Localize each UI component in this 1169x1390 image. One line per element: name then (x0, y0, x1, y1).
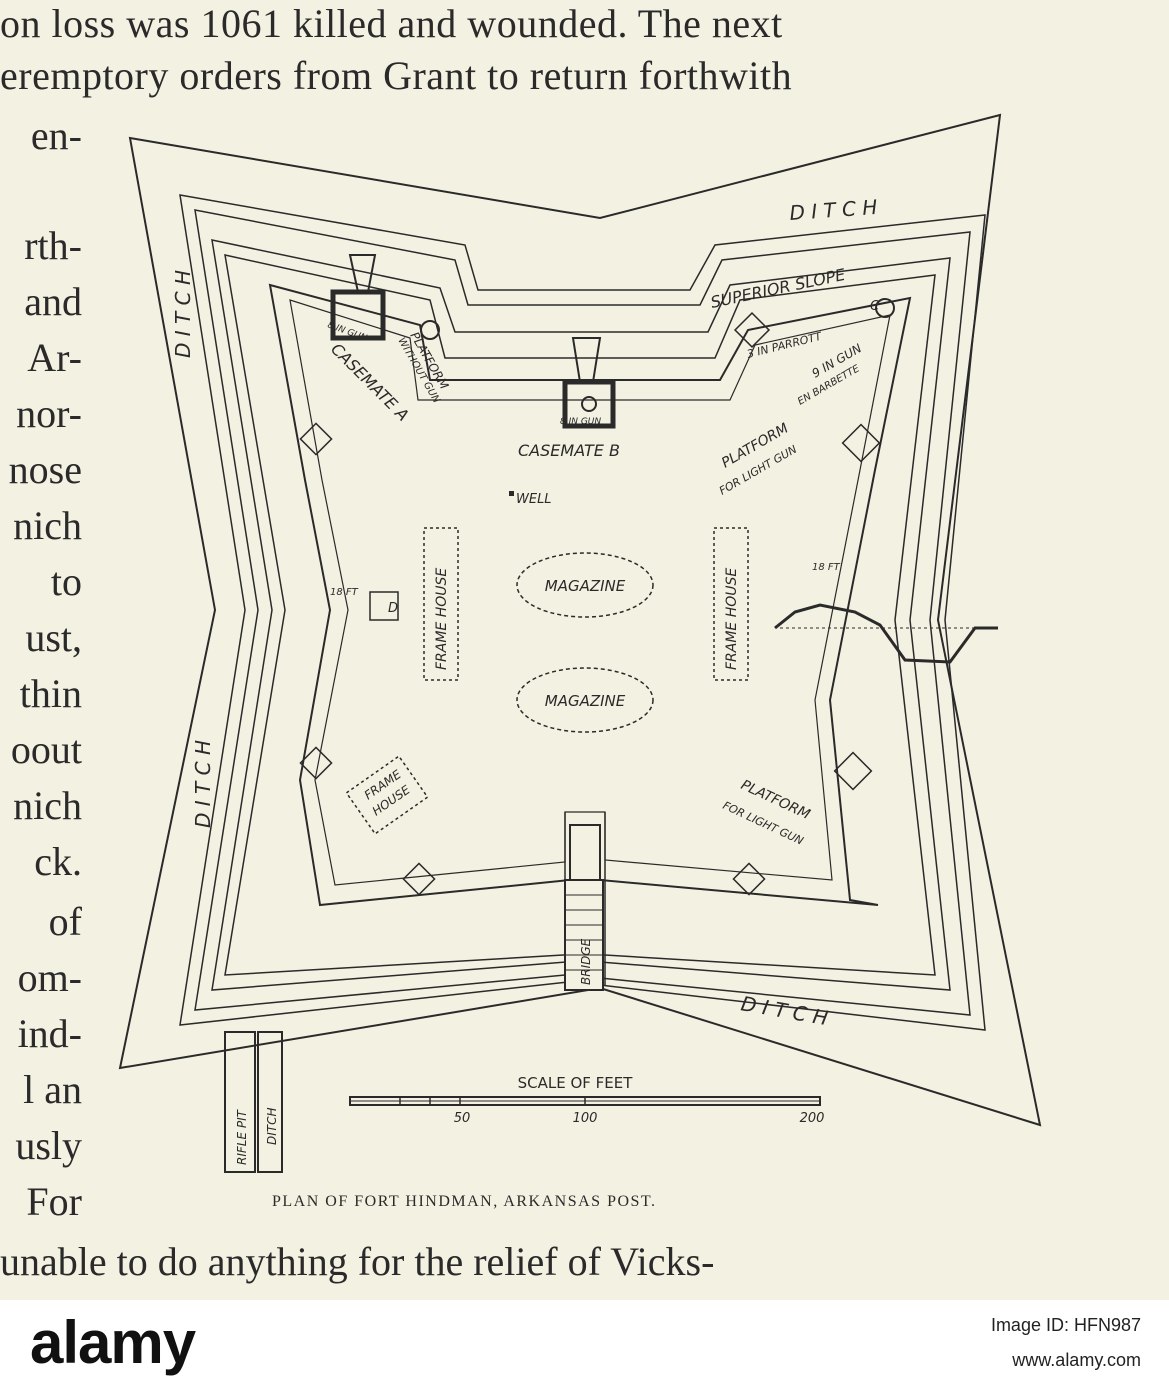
scale-50-label: 50 (454, 1111, 471, 1126)
ditch-label-sw: D I T C H (191, 740, 215, 828)
escarp-inner-line (194, 209, 971, 1016)
fort-plan-diagram: D I T C H D I T C H D I T C H D I T C H … (118, 113, 1042, 1173)
label-d: D (388, 601, 398, 616)
sallyport-d (369, 591, 399, 621)
left-fragment-9: thin (19, 671, 82, 716)
magazine-south (516, 667, 654, 733)
gun-mount-s1 (402, 862, 436, 896)
image-id-text: Image ID: HFN987 (990, 1315, 1141, 1335)
left-fragment-7: to (50, 559, 82, 604)
left-fragment-6: nich (13, 503, 82, 548)
magazine-label-1: MAGAZINE (545, 577, 626, 595)
frame-house-sw (345, 755, 429, 835)
casemate-b-label: CASEMATE B (518, 441, 620, 460)
site-url-text: www.alamy.com (1012, 1350, 1141, 1370)
escarp-outer-line (179, 194, 986, 1031)
platform-a-circle (420, 320, 440, 340)
left-fragment-17: usly (15, 1123, 82, 1168)
left-fragment-14: om- (17, 955, 82, 1000)
light-gun-platform-se (833, 751, 873, 791)
magazine-north (516, 552, 654, 618)
small-ditch-structure (257, 1031, 283, 1173)
left-fragment-4: nor- (16, 391, 82, 436)
frame-house-east (713, 527, 749, 681)
left-fragment-12: ck. (34, 839, 82, 884)
frame-house-east-label: FRAME HOUSE (724, 568, 740, 670)
casemate-b-embrasure (571, 337, 602, 383)
height-right-label: 18 FT (812, 562, 841, 573)
text-line-1: on loss was 1061 killed and wounded. The… (0, 1, 783, 46)
left-fragment-1: rth- (24, 223, 82, 268)
left-fragment-18: For (26, 1179, 82, 1224)
rampart-line (211, 239, 951, 991)
text-line-2: eremptory orders from Grant to return fo… (0, 53, 793, 98)
parrott-label: 3 IN PARROTT (746, 329, 825, 360)
casemate-b-circle (581, 396, 597, 412)
scale-100-label: 100 (573, 1111, 598, 1126)
frame-house-west (423, 527, 459, 681)
height-left-label: 18 FT (330, 587, 359, 598)
label-c: C (870, 299, 880, 314)
light-gun-platform-ne (841, 423, 881, 463)
gun-b-label: 8 IN GUN (560, 417, 601, 427)
parapet-line (224, 254, 936, 976)
left-fragment-2: and (24, 279, 82, 324)
scale-200-label: 200 (800, 1111, 825, 1126)
interior-crest (268, 283, 912, 907)
bridge-structure (564, 879, 604, 991)
rifle-pit-label: RIFLE PIT (235, 1108, 249, 1165)
rifle-pit-structure (224, 1031, 256, 1173)
casemate-a-embrasure (348, 254, 377, 293)
well-label: WELL (516, 492, 552, 507)
casemate-a-label: CASEMATE A (327, 339, 412, 424)
bridge-label: BRIDGE (579, 938, 593, 985)
gun-mount-w (299, 422, 333, 456)
gun-mount-sw (299, 746, 333, 780)
figure-caption: PLAN OF FORT HINDMAN, ARKANSAS POST. (272, 1193, 657, 1210)
watermark-footer (0, 1300, 1169, 1390)
left-fragment-0: en- (30, 113, 82, 158)
magazine-label-2: MAGAZINE (545, 692, 626, 710)
barbette-circle (875, 298, 895, 318)
outer-ditch-outline (118, 113, 1042, 1127)
section-profile (774, 603, 998, 664)
left-fragment-11: nich (13, 783, 82, 828)
left-fragment-10: oout (10, 727, 82, 772)
well-marker (509, 491, 514, 496)
left-fragment-5: nose (8, 447, 82, 492)
ditch-label-north: D I T C H (789, 195, 878, 225)
small-ditch-label: DITCH (265, 1107, 279, 1145)
alamy-logo: alamy (30, 1309, 196, 1376)
left-fragment-8: ust, (25, 615, 82, 660)
left-fragment-16: l an (23, 1067, 82, 1112)
left-fragment-15: ind- (17, 1011, 82, 1056)
parrott-platform (733, 311, 771, 349)
text-line-bottom: unable to do anything for the relief of … (0, 1239, 715, 1284)
gun-mount-s2 (732, 862, 766, 896)
left-fragment-13: of (48, 899, 82, 944)
left-fragment-3: Ar- (27, 335, 82, 380)
scale-title: SCALE OF FEET (518, 1074, 634, 1092)
ditch-label-west: D I T C H (171, 270, 195, 358)
frame-house-west-label: FRAME HOUSE (434, 568, 450, 670)
scanned-book-page: on loss was 1061 killed and wounded. The… (0, 0, 1169, 1300)
